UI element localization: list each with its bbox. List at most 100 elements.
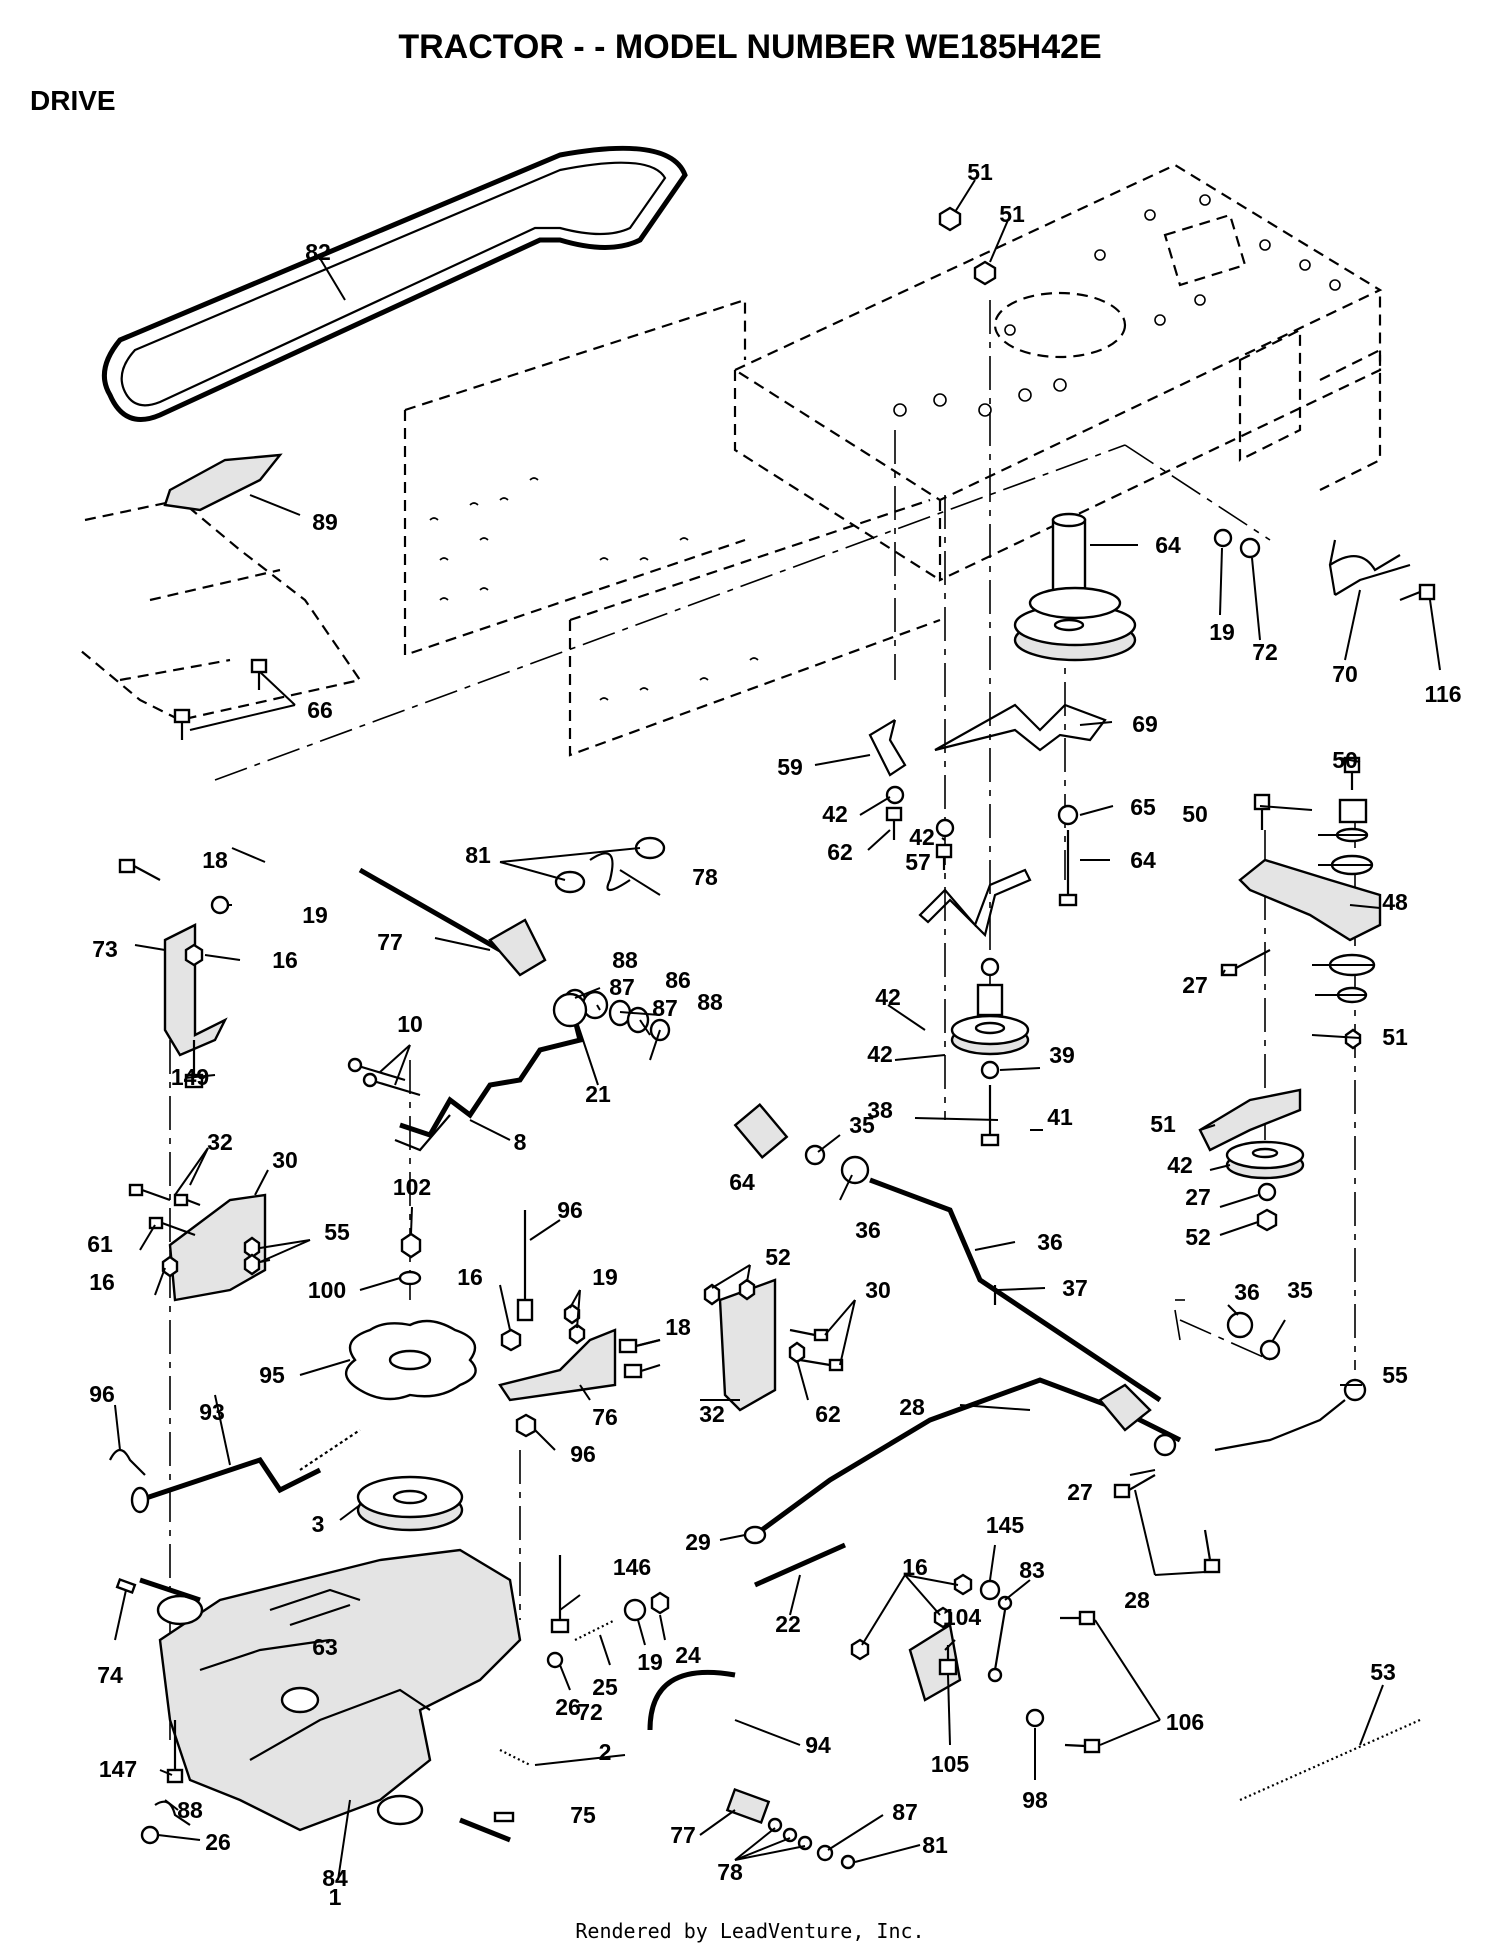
spacer-40 [976, 983, 1004, 1017]
transaxle-1 [139, 1548, 522, 1843]
idler-pulley-47 [1225, 1140, 1305, 1180]
callout-label: 18 [665, 1314, 691, 1340]
callout-label: 69 [1132, 711, 1158, 737]
callout-label: 51 [999, 201, 1025, 227]
reference-lines [169, 300, 1356, 1740]
callout-label: 81 [465, 842, 491, 868]
callout-label: 96 [557, 1197, 583, 1223]
callout-label: 93 [199, 1399, 225, 1425]
rod-95 [130, 1429, 361, 1514]
callout-label: 3 [312, 1511, 325, 1537]
callout-label: 147 [99, 1756, 137, 1782]
key-77-low [493, 1811, 515, 1823]
rod-97 [516, 1210, 534, 1322]
callout-label: 35 [849, 1112, 875, 1138]
callout-label: 36 [1037, 1229, 1063, 1255]
callout-label: 87 [652, 995, 678, 1021]
callout-label: 78 [692, 864, 718, 890]
lever-8 [394, 999, 584, 1152]
callout-label: 35 [1287, 1277, 1313, 1303]
callout-label: 89 [312, 509, 338, 535]
footer-credit: Rendered by LeadVenture, Inc. [575, 1919, 924, 1943]
callout-label: 24 [675, 1642, 701, 1668]
callout-label: 62 [815, 1401, 841, 1427]
knob-21 [552, 992, 588, 1028]
nut-16-mid [500, 1328, 522, 1352]
washer-42d [980, 1060, 1000, 1080]
callout-label: 63 [312, 1634, 338, 1660]
washer-144 [979, 1579, 1001, 1601]
callout-label: 146 [613, 1554, 651, 1580]
nut-19-left [210, 895, 230, 915]
bolt-61 [885, 806, 903, 840]
spring-82 [554, 836, 666, 894]
callout-label: 52 [1185, 1224, 1211, 1250]
callout-label: 19 [637, 1649, 663, 1675]
bolts-32-left [128, 1183, 201, 1207]
fan-94 [345, 1319, 477, 1401]
washer-42c [980, 957, 1000, 977]
page-title: TRACTOR - - MODEL NUMBER WE185H42E [398, 28, 1101, 66]
callout-label: 87 [609, 974, 635, 1000]
callout-label: 62 [827, 839, 853, 865]
callout-label: 37 [1062, 1275, 1088, 1301]
callout-label: 19 [1209, 619, 1235, 645]
callout-label: 116 [1424, 681, 1461, 707]
washer-42a [885, 785, 905, 805]
callout-label: 98 [1022, 1787, 1048, 1813]
callout-label: 64 [1155, 532, 1181, 558]
frame-holes [893, 194, 1341, 417]
callout-label: 28 [1124, 1587, 1150, 1613]
callout-label: 29 [685, 1529, 711, 1555]
drive-belt [101, 145, 688, 422]
nut-24 [650, 1591, 670, 1615]
callout-label: 72 [1252, 639, 1278, 665]
nut-61-right [788, 1341, 806, 1364]
bolts-69 [173, 658, 268, 740]
bolts-106 [1060, 1610, 1101, 1754]
callout-label: 55 [1382, 1362, 1408, 1388]
bolt-116 [1399, 583, 1436, 602]
callout-label: 73 [92, 936, 118, 962]
callout-label: 88 [612, 947, 638, 973]
shaft-81 [358, 867, 547, 977]
idler-pulley-38 [950, 1014, 1030, 1056]
bracket-71 [163, 923, 228, 1057]
callout-label: 64 [729, 1169, 755, 1195]
washer-26-mid [546, 1651, 564, 1669]
bolt-39 [980, 1085, 1000, 1147]
callout-label: 22 [775, 1611, 801, 1637]
callout-label: 82 [305, 239, 331, 265]
callout-label: 32 [207, 1129, 233, 1155]
callout-label: 27 [1067, 1479, 1093, 1505]
washer-36-right [1226, 1311, 1254, 1339]
nuts-52-right [703, 1278, 756, 1306]
callout-label: 94 [805, 1732, 831, 1758]
bolt-56 [935, 843, 953, 870]
washer-26-low [140, 1825, 160, 1845]
callout-label: 27 [1185, 1184, 1211, 1210]
callout-label: 81 [922, 1832, 948, 1858]
callout-label: 48 [1382, 889, 1408, 915]
callout-label: 51 [1382, 1024, 1408, 1050]
key-77-top [115, 1577, 137, 1595]
spring-25 [574, 1619, 616, 1641]
callout-label: 74 [97, 1662, 123, 1688]
washer-42b [935, 818, 955, 838]
callout-label: 26 [555, 1694, 581, 1720]
washer-76 [840, 1854, 856, 1870]
shaft-34 [869, 1177, 1162, 1403]
bolt-146 [550, 1555, 570, 1634]
washer-72 [1239, 537, 1261, 559]
callout-label: 16 [272, 947, 298, 973]
frame-slots [429, 477, 759, 701]
washer-26-link [1153, 1433, 1177, 1457]
pulley-63 [1013, 512, 1137, 662]
bushing-74 [725, 1787, 771, 1825]
rod-70 [1328, 539, 1411, 596]
callout-label: 39 [1049, 1042, 1075, 1068]
bracket-59 [868, 719, 907, 777]
callout-label: 18 [202, 847, 228, 873]
callout-label: 106 [1166, 1709, 1204, 1735]
